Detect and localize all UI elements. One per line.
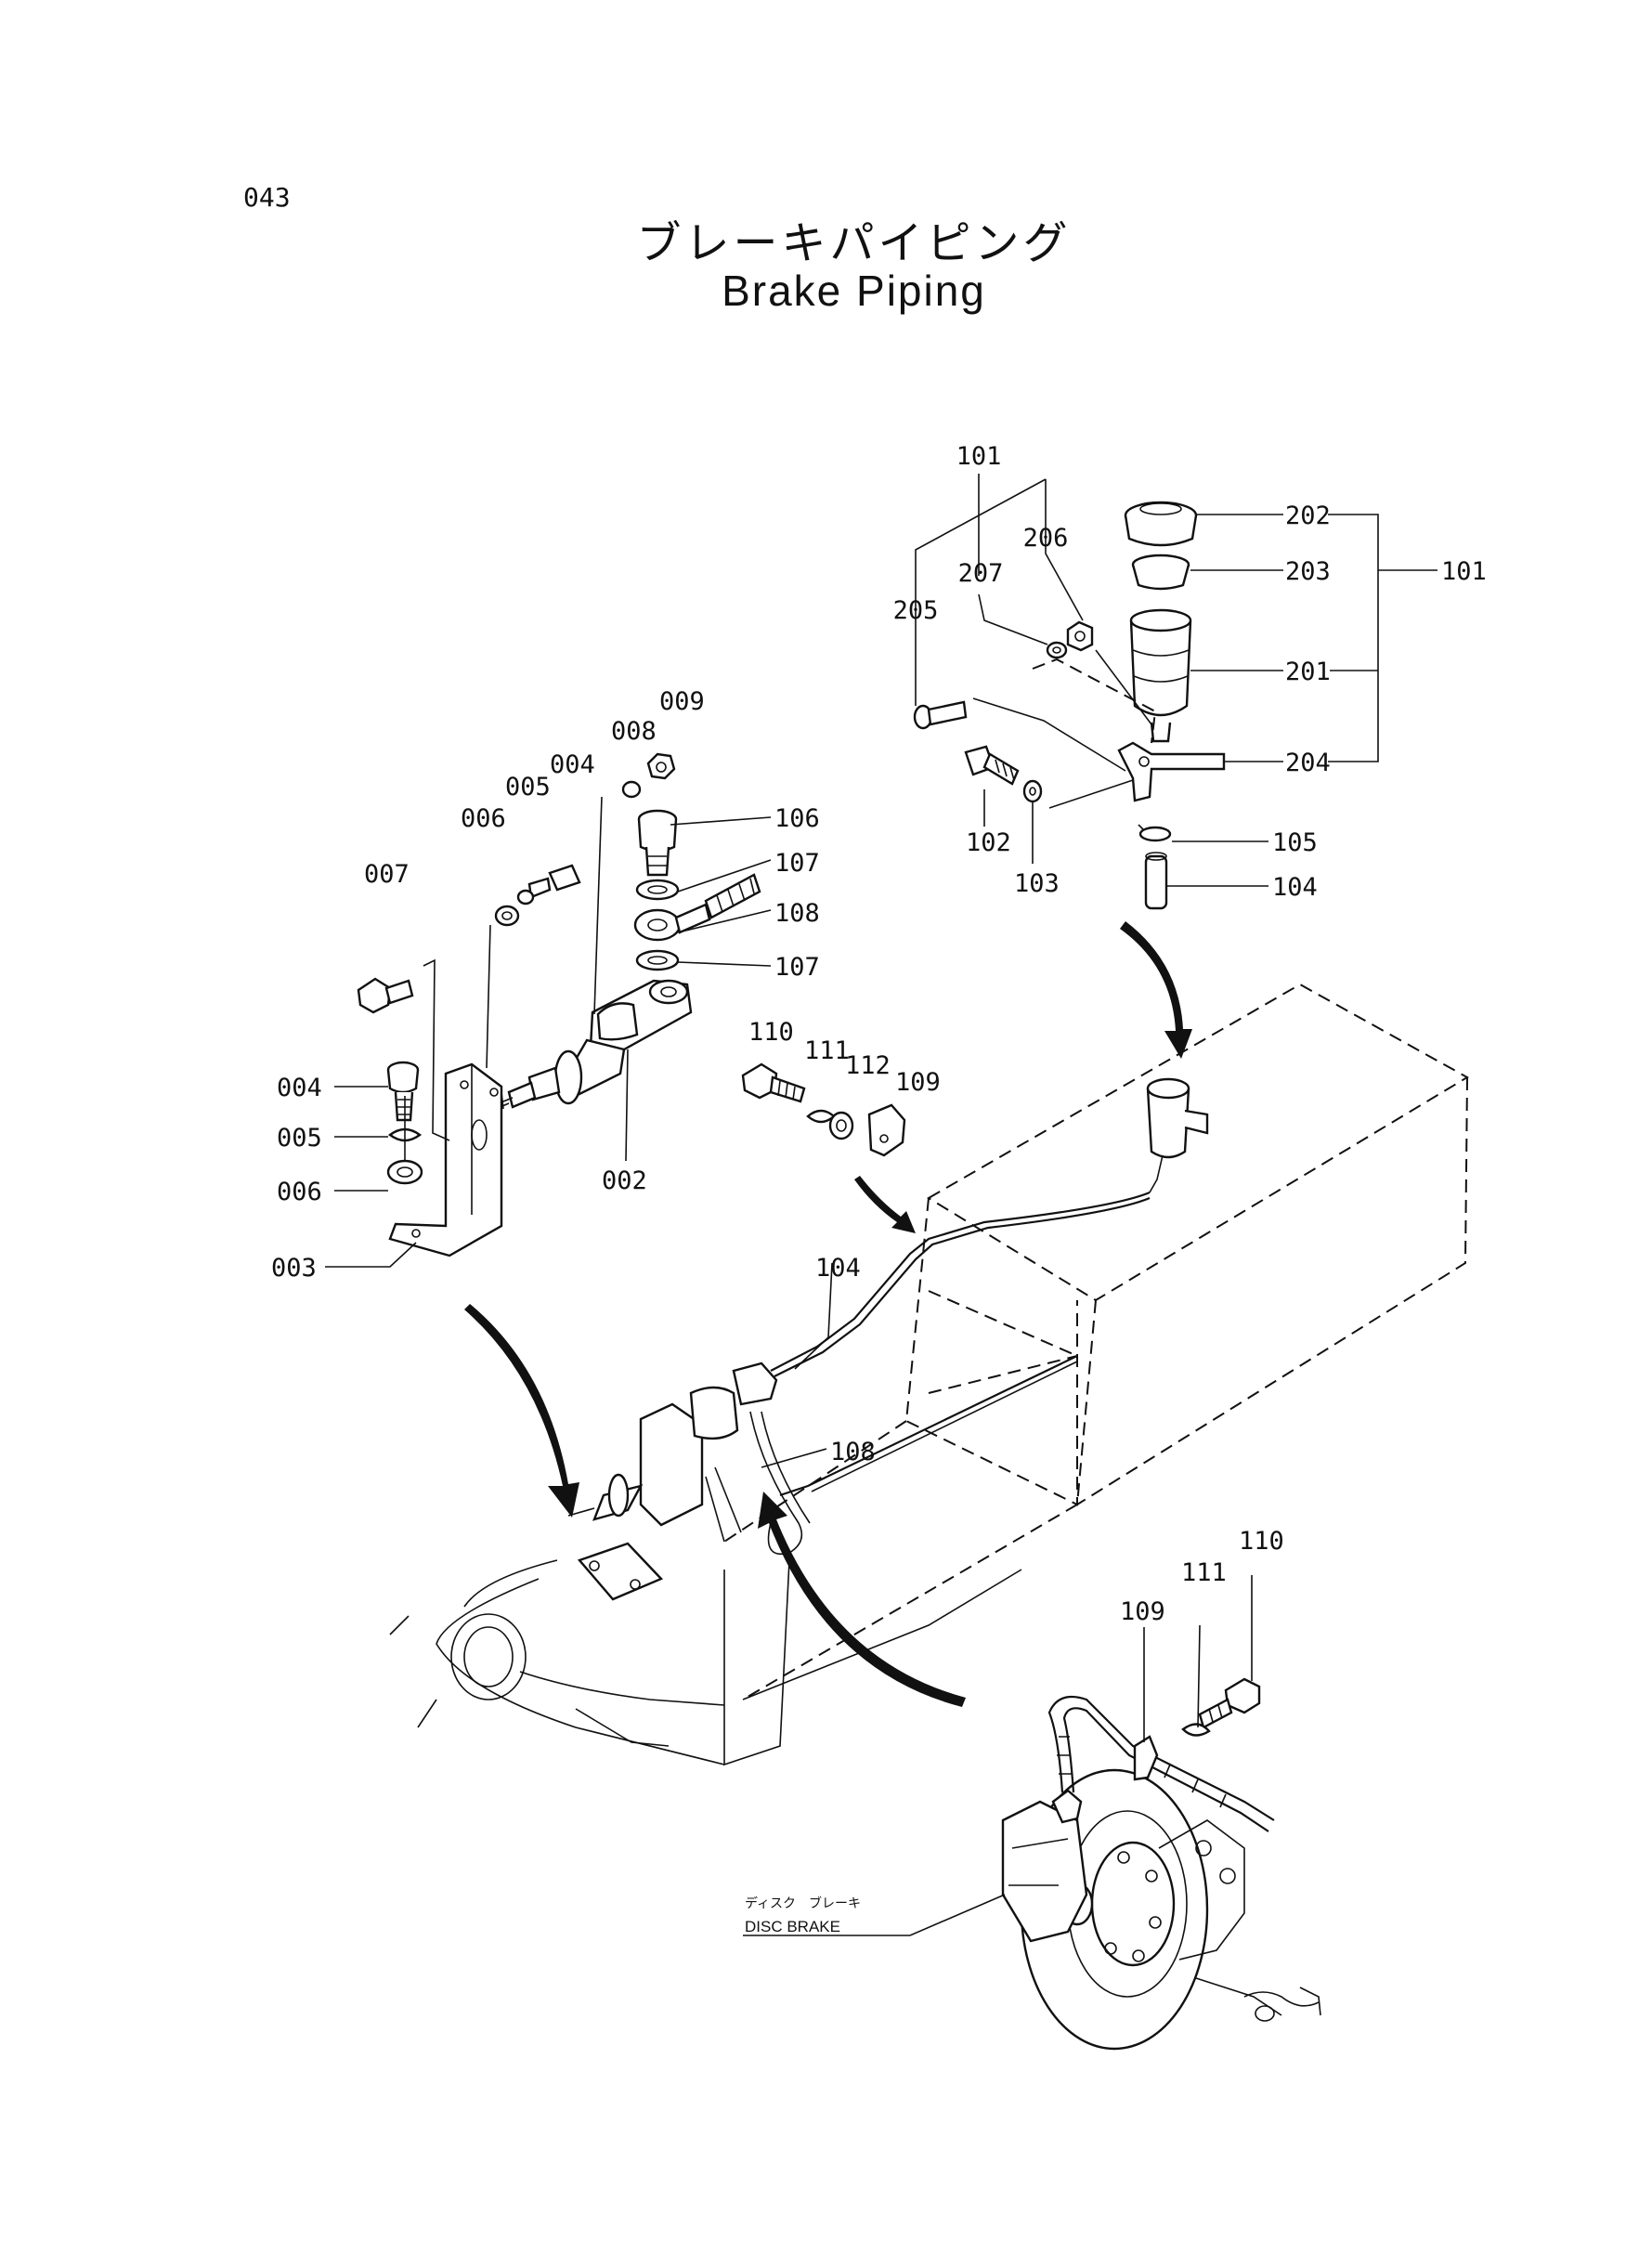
callout-104-middle: 104	[815, 1254, 861, 1283]
callout-007: 007	[364, 860, 410, 889]
callout-206: 206	[1023, 524, 1069, 553]
clip-hardware-lower	[1133, 1677, 1261, 1781]
left-flat-washer	[386, 1159, 423, 1185]
callout-005-left: 005	[277, 1124, 322, 1153]
callout-109-lower: 109	[1120, 1597, 1165, 1626]
clip-bolt-middle	[741, 1062, 806, 1103]
callout-106: 106	[774, 804, 820, 833]
callout-006-top: 006	[461, 804, 506, 833]
clip-bolt-lower	[1198, 1677, 1261, 1729]
mounting-washer	[1022, 779, 1043, 803]
callout-110-lower: 110	[1239, 1527, 1284, 1556]
banjo-hose-end	[633, 873, 761, 942]
location-arrows	[464, 921, 1192, 1707]
installed-master-cylinder	[567, 1362, 778, 1601]
upper-flat-washer	[494, 905, 520, 927]
callout-207: 207	[958, 559, 1004, 588]
callout-008: 008	[611, 717, 657, 746]
reservoir-bracket	[1117, 741, 1226, 802]
title-japanese: ブレーキパイピング	[636, 217, 1072, 269]
bracket-nut	[1066, 620, 1094, 652]
callout-205: 205	[893, 596, 939, 625]
upper-bolt	[527, 864, 581, 899]
callout-108-middle: 108	[830, 1438, 876, 1466]
callout-105: 105	[1272, 828, 1318, 857]
disc-brake-note: ディスク ブレーキ DISC BRAKE	[745, 1896, 861, 1935]
callout-201: 201	[1285, 658, 1331, 686]
callout-006-left: 006	[277, 1178, 322, 1206]
vehicle-body-outline	[389, 1559, 1022, 1766]
reservoir-tank	[1129, 608, 1192, 743]
clip-hardware-middle	[741, 1062, 906, 1157]
fitting-nut	[646, 752, 676, 780]
callout-102: 102	[966, 828, 1011, 857]
callout-109-middle: 109	[895, 1068, 941, 1097]
callout-004-left: 004	[277, 1074, 322, 1102]
callout-112: 112	[845, 1051, 891, 1080]
pipe-clip-lower	[1133, 1735, 1159, 1781]
clip-lock-washer-lower	[1181, 1723, 1211, 1737]
mounting-bolt	[964, 745, 1020, 786]
reservoir-cap	[1124, 501, 1198, 547]
callout-111-middle: 111	[804, 1036, 850, 1065]
bracket-screw	[913, 700, 968, 730]
leader-lines	[325, 474, 1437, 1936]
callout-202: 202	[1285, 502, 1331, 530]
installed-reservoir	[1146, 1077, 1209, 1193]
master-cylinder-bracket	[388, 1062, 503, 1257]
callout-107-a: 107	[774, 849, 820, 878]
clip-washer-middle	[828, 1111, 854, 1140]
callout-203: 203	[1285, 557, 1331, 586]
callout-101-right: 101	[1441, 557, 1487, 586]
brake-line-piping	[749, 1191, 1151, 1556]
callout-108-top: 108	[774, 899, 820, 928]
callout-110-middle: 110	[748, 1018, 794, 1047]
disc-brake-assembly	[1001, 1768, 1321, 2051]
fitting-washer	[621, 780, 642, 799]
union-bolt	[637, 809, 678, 877]
title-english: Brake Piping	[722, 267, 986, 315]
pipe-clip-middle	[867, 1103, 906, 1157]
callout-004-top: 004	[550, 750, 595, 779]
disc-brake-label-en: DISC BRAKE	[745, 1918, 840, 1935]
page-number: 043	[243, 182, 291, 213]
callout-labels: 101 206 207 205 202 203 101 201 204 102 …	[271, 442, 1487, 1626]
callout-005-top: 005	[505, 773, 551, 801]
callout-101-top: 101	[956, 442, 1002, 471]
callout-002: 002	[602, 1166, 647, 1195]
reservoir-assembly	[913, 501, 1226, 910]
upper-lock-washer	[516, 889, 535, 905]
brake-master-cylinder	[475, 979, 693, 1115]
disc-brake-label-jp: ディスク ブレーキ	[745, 1896, 861, 1911]
copper-gasket-upper	[635, 879, 680, 901]
callout-111-lower: 111	[1181, 1558, 1227, 1587]
callout-107-b: 107	[774, 953, 820, 982]
bracket-washer	[1046, 641, 1068, 659]
left-bolt	[386, 1061, 420, 1122]
callout-204: 204	[1285, 749, 1331, 777]
callout-009: 009	[659, 687, 705, 716]
callout-104-top: 104	[1272, 873, 1318, 902]
master-cylinder-group	[357, 752, 761, 1257]
callout-103: 103	[1014, 869, 1060, 898]
bracket-bolt	[357, 977, 414, 1014]
hose-clamp	[1138, 824, 1172, 842]
copper-gasket-lower	[635, 949, 680, 971]
reservoir-hose	[1144, 852, 1168, 910]
callout-003: 003	[271, 1254, 317, 1283]
reservoir-seal-ring	[1131, 554, 1190, 591]
